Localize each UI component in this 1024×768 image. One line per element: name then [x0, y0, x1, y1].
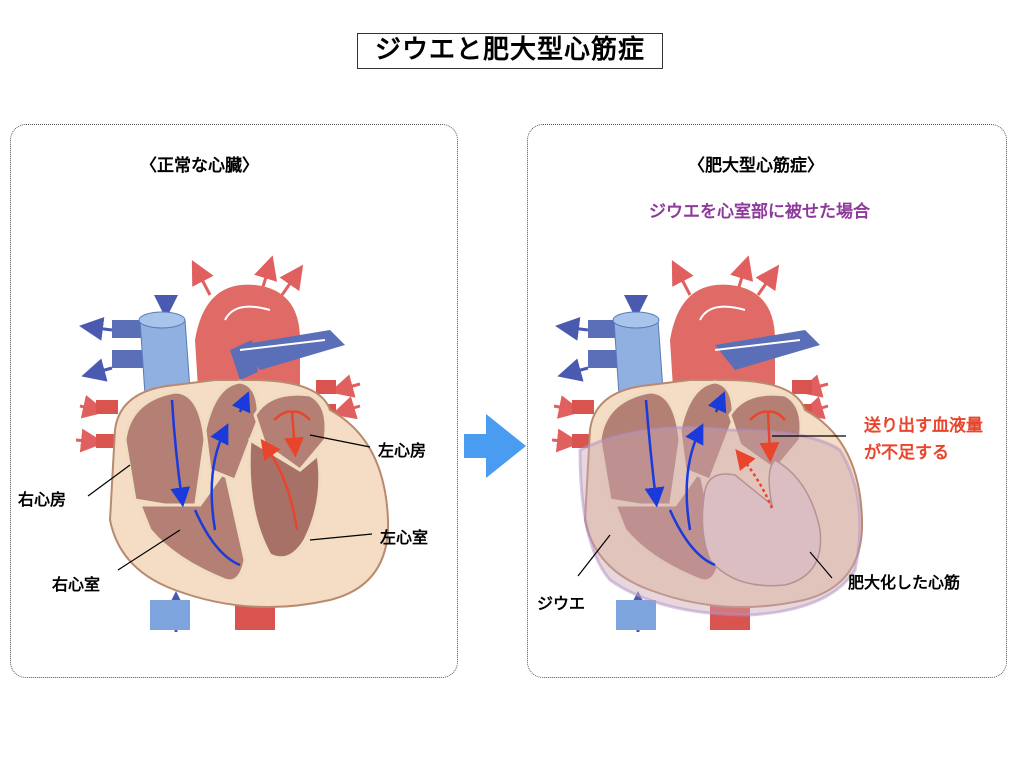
label-hypertrophied-muscle: 肥大化した心筋 [848, 573, 961, 592]
hcm-subtitle: ジウエを心室部に被せた場合 [649, 202, 870, 222]
right-ventricle [137, 466, 247, 583]
right-arrow-icon [464, 414, 526, 478]
insufficient-blood-note-line1: 送り出す血液量 [864, 416, 983, 436]
label-left-ventricle: 左心室 [380, 528, 429, 547]
hcm-heading: 〈肥大型心筋症〉 [688, 156, 824, 176]
page-title: ジウエと肥大型心筋症 [357, 33, 663, 69]
label-leader-lines [87, 434, 373, 571]
normal-heart-illustration [75, 255, 390, 632]
label-left-atrium: 左心房 [378, 441, 427, 460]
hcm-panel: 〈肥大型心筋症〉 ジウエを心室部に被せた場合 [527, 124, 1007, 678]
label-jiue: ジウエ [537, 594, 586, 613]
label-leader-lines [577, 435, 846, 579]
left-atrium [253, 392, 328, 473]
blood-flow-arrows [644, 305, 801, 567]
blood-flow-arrows [170, 305, 326, 567]
label-right-atrium: 右心房 [18, 490, 67, 509]
normal-heart-panel: 〈正常な心臓〉 [10, 124, 458, 678]
label-right-ventricle: 右心室 [52, 575, 101, 594]
normal-heart-heading: 〈正常な心臓〉 [140, 156, 259, 176]
hcm-heart-illustration [551, 255, 864, 632]
left-ventricle [247, 437, 322, 560]
insufficient-blood-note-line2: が不足する [864, 443, 949, 463]
jiue-overlay [578, 426, 862, 617]
right-atrium [123, 390, 207, 512]
